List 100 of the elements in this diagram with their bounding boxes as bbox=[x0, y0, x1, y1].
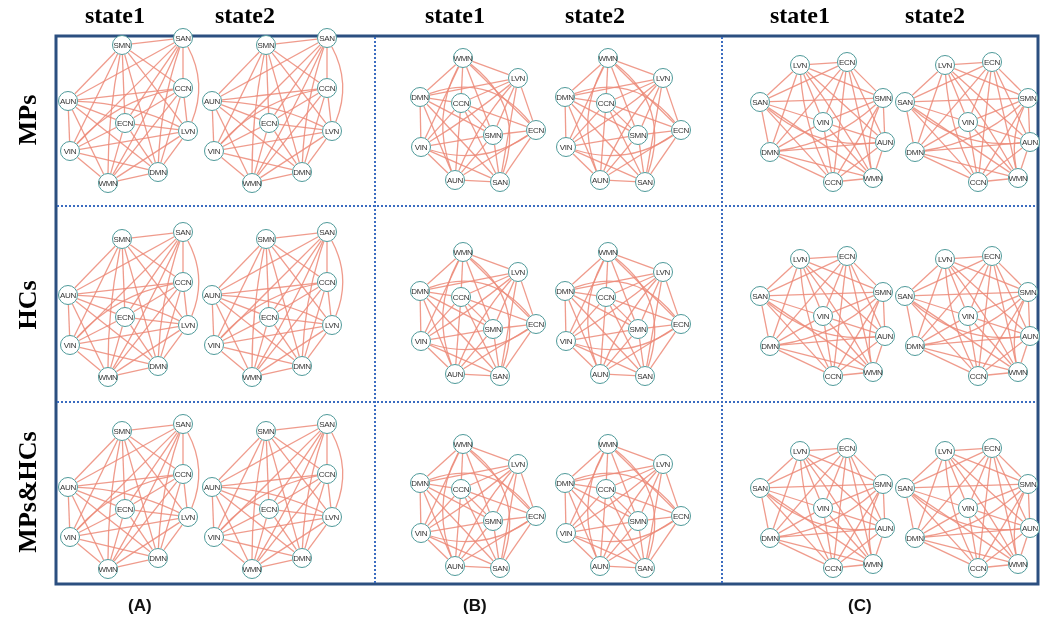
network-node: CCN bbox=[317, 78, 337, 98]
network-node: ECN bbox=[837, 52, 857, 72]
network-node: SAN bbox=[895, 478, 915, 498]
network-node: VIN bbox=[204, 141, 224, 161]
network-node: VIN bbox=[556, 137, 576, 157]
network-node: VIN bbox=[813, 112, 833, 132]
network-node: SAN bbox=[490, 366, 510, 386]
network-node: DMN bbox=[760, 528, 780, 548]
network-node: AUN bbox=[590, 556, 610, 576]
network-node: LVN bbox=[322, 121, 342, 141]
network-node: DMN bbox=[905, 142, 925, 162]
network-node: CCN bbox=[451, 93, 471, 113]
network-node: CCN bbox=[451, 287, 471, 307]
network-node: CCN bbox=[823, 172, 843, 192]
network-node: WMN bbox=[1008, 168, 1028, 188]
network-node: VIN bbox=[556, 331, 576, 351]
network-node: DMN bbox=[148, 356, 168, 376]
network-node: SMN bbox=[256, 229, 276, 249]
network-node: LVN bbox=[178, 315, 198, 335]
column-header: state1 bbox=[770, 2, 830, 29]
column-header: state2 bbox=[215, 2, 275, 29]
network-node: DMN bbox=[905, 528, 925, 548]
network-node: WMN bbox=[1008, 554, 1028, 574]
network-node: AUN bbox=[58, 91, 78, 111]
network-node: AUN bbox=[590, 364, 610, 384]
network-node: DMN bbox=[760, 336, 780, 356]
network-node: SMN bbox=[1018, 88, 1038, 108]
network-node: DMN bbox=[148, 162, 168, 182]
network-node: ECN bbox=[259, 499, 279, 519]
network-node: AUN bbox=[58, 285, 78, 305]
network-node: ECN bbox=[526, 506, 546, 526]
network-node: LVN bbox=[790, 249, 810, 269]
network-node: SMN bbox=[1018, 282, 1038, 302]
network-node: WMN bbox=[863, 168, 883, 188]
network-node: AUN bbox=[445, 364, 465, 384]
network-node: SAN bbox=[173, 414, 193, 434]
network-node: ECN bbox=[982, 438, 1002, 458]
network-node: WMN bbox=[98, 173, 118, 193]
network-node: VIN bbox=[958, 498, 978, 518]
network-node: SMN bbox=[1018, 474, 1038, 494]
network-node: DMN bbox=[292, 162, 312, 182]
network-node: ECN bbox=[671, 120, 691, 140]
network-node: SMN bbox=[256, 421, 276, 441]
row-header: HCs bbox=[13, 280, 43, 330]
network-node: LVN bbox=[653, 262, 673, 282]
network-node: VIN bbox=[958, 306, 978, 326]
network-node: VIN bbox=[813, 498, 833, 518]
network-node: WMN bbox=[598, 242, 618, 262]
network-node: AUN bbox=[1020, 132, 1040, 152]
network-node: DMN bbox=[410, 281, 430, 301]
network-node: DMN bbox=[410, 473, 430, 493]
network-node: DMN bbox=[905, 336, 925, 356]
network-node: DMN bbox=[148, 548, 168, 568]
network-node: ECN bbox=[671, 506, 691, 526]
network-node: CCN bbox=[596, 93, 616, 113]
network-node: ECN bbox=[259, 307, 279, 327]
network-node: DMN bbox=[760, 142, 780, 162]
network-node: CCN bbox=[823, 558, 843, 578]
network-node: WMN bbox=[863, 362, 883, 382]
network-node: SMN bbox=[628, 511, 648, 531]
network-node: VIN bbox=[958, 112, 978, 132]
network-node: CCN bbox=[823, 366, 843, 386]
network-node: SMN bbox=[112, 421, 132, 441]
network-node: WMN bbox=[242, 367, 262, 387]
panel-label: (C) bbox=[848, 596, 872, 616]
network-node: WMN bbox=[242, 173, 262, 193]
network-node: CCN bbox=[317, 272, 337, 292]
network-node: SAN bbox=[490, 172, 510, 192]
network-node: SMN bbox=[483, 319, 503, 339]
network-node: SAN bbox=[635, 172, 655, 192]
network-node: AUN bbox=[202, 285, 222, 305]
network-node: LVN bbox=[508, 68, 528, 88]
network-node: AUN bbox=[875, 132, 895, 152]
network-node: AUN bbox=[445, 556, 465, 576]
network-node: VIN bbox=[60, 141, 80, 161]
network-node: WMN bbox=[98, 559, 118, 579]
network-node: AUN bbox=[590, 170, 610, 190]
network-node: CCN bbox=[173, 464, 193, 484]
network-node: WMN bbox=[242, 559, 262, 579]
network-node: CCN bbox=[968, 172, 988, 192]
network-node: SAN bbox=[750, 478, 770, 498]
network-node: SAN bbox=[635, 366, 655, 386]
network-node: SAN bbox=[635, 558, 655, 578]
network-node: ECN bbox=[837, 246, 857, 266]
network-node: ECN bbox=[526, 120, 546, 140]
network-node: VIN bbox=[204, 335, 224, 355]
network-node: LVN bbox=[178, 121, 198, 141]
network-node: ECN bbox=[259, 113, 279, 133]
network-node: SAN bbox=[895, 92, 915, 112]
network-node: LVN bbox=[653, 454, 673, 474]
network-node: CCN bbox=[596, 479, 616, 499]
network-node: AUN bbox=[875, 518, 895, 538]
network-node: LVN bbox=[935, 55, 955, 75]
network-node: SAN bbox=[173, 28, 193, 48]
network-node: VIN bbox=[411, 331, 431, 351]
network-node: WMN bbox=[453, 434, 473, 454]
network-node: ECN bbox=[671, 314, 691, 334]
network-node: SMN bbox=[628, 125, 648, 145]
network-node: AUN bbox=[202, 477, 222, 497]
network-node: SMN bbox=[483, 511, 503, 531]
